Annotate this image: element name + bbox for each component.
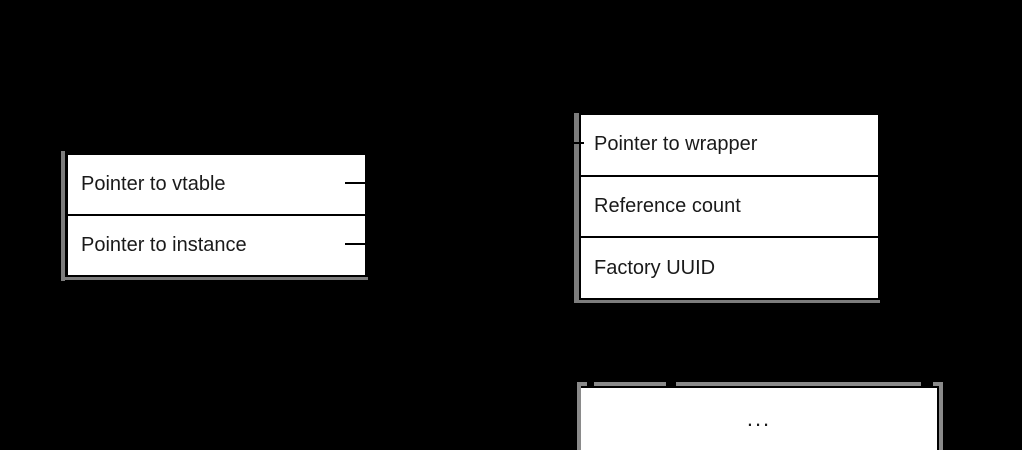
ellipsis-table: ...	[581, 386, 939, 450]
connector-tick	[666, 379, 676, 388]
connector-tick	[921, 379, 933, 388]
instance-connector-stub	[345, 243, 368, 245]
vtable-connector-stub	[345, 182, 368, 184]
wrapper-table-shadow-bottom	[574, 299, 880, 303]
object-table-shadow-left	[61, 151, 65, 281]
ellipsis-table-outline: ...	[577, 382, 943, 450]
wrapper-table-shadow-left	[574, 113, 579, 303]
wrapper-connector-stub	[561, 142, 584, 144]
object-table: Pointer to vtable Pointer to instance	[66, 153, 367, 277]
row-label: Reference count	[594, 195, 741, 217]
row-label: Factory UUID	[594, 256, 716, 279]
table-row: Factory UUID	[581, 236, 878, 298]
connector-tick	[587, 379, 594, 388]
row-label: Pointer to instance	[81, 234, 247, 256]
table-row: Pointer to instance	[68, 214, 365, 275]
table-row: Pointer to vtable	[68, 155, 365, 214]
wrapper-table: Pointer to wrapper Reference count Facto…	[579, 113, 880, 300]
row-label: Pointer to vtable	[81, 173, 226, 195]
table-row: Pointer to wrapper	[581, 115, 878, 175]
ellipsis-label: ...	[746, 406, 772, 431]
object-table-shadow-bottom	[61, 277, 368, 280]
row-label: Pointer to wrapper	[594, 133, 758, 156]
table-row: Reference count	[581, 174, 878, 237]
